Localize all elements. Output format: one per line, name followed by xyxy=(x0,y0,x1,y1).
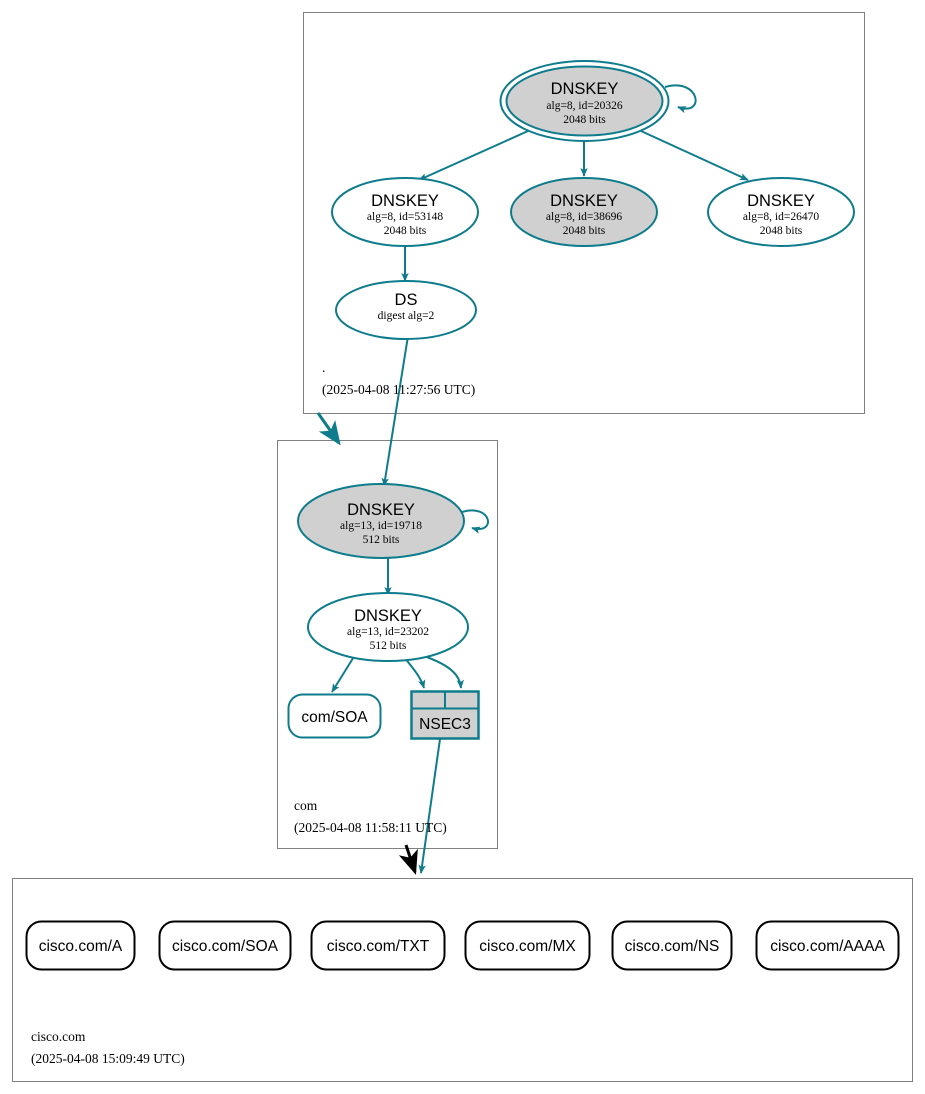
node-label: cisco.com/MX xyxy=(479,938,576,955)
node-title: DNSKEY xyxy=(747,192,815,210)
node-dnskey-ksk-19718[interactable]: DNSKEY alg=13, id=19718 512 bits xyxy=(297,483,465,559)
node-detail-alg: alg=8, id=53148 xyxy=(367,211,443,223)
zone-label-root: . xyxy=(322,360,325,375)
node-ds-digest-alg2[interactable]: DS digest alg=2 xyxy=(335,280,477,340)
node-nsec3-box[interactable]: NSEC3 xyxy=(410,690,480,740)
edge-ksk-to-zsk53148 xyxy=(418,130,529,181)
node-label: cisco.com/TXT xyxy=(327,938,430,955)
node-detail-size: 2048 bits xyxy=(563,114,606,126)
zone-timestamp-com: (2025-04-08 11:58:11 UTC) xyxy=(294,820,447,835)
node-detail-alg: alg=8, id=38696 xyxy=(546,211,622,223)
node-rrset-cisco-ns[interactable]: cisco.com/NS xyxy=(611,920,733,971)
node-title: DNSKEY xyxy=(347,501,415,519)
edge-self-ksk19718 xyxy=(461,509,489,534)
node-dnskey-ksk-20326[interactable]: DNSKEY alg=8, id=20326 2048 bits xyxy=(499,60,670,142)
node-dnskey-zsk-26470[interactable]: DNSKEY alg=8, id=26470 2048 bits xyxy=(707,177,855,247)
node-label: com/SOA xyxy=(301,709,368,726)
node-label: cisco.com/A xyxy=(39,938,123,955)
node-title: DS xyxy=(395,291,418,309)
zone-box-ciscocom xyxy=(12,878,913,1082)
node-detail-alg: digest alg=2 xyxy=(378,310,435,322)
node-rrset-cisco-soa[interactable]: cisco.com/SOA xyxy=(158,920,292,971)
node-title: DNSKEY xyxy=(354,607,422,625)
node-title: DNSKEY xyxy=(371,192,439,210)
edge-ksk-to-zsk26470 xyxy=(640,130,749,181)
node-dnskey-zsk-53148[interactable]: DNSKEY alg=8, id=53148 2048 bits xyxy=(331,177,479,247)
edge-self-ksk20326 xyxy=(664,84,697,114)
node-detail-size: 2048 bits xyxy=(760,225,803,237)
node-detail-size: 512 bits xyxy=(370,640,407,652)
node-title: DNSKEY xyxy=(550,192,618,210)
node-rrset-cisco-a[interactable]: cisco.com/A xyxy=(25,920,136,971)
edge-zone-delegation-com-ciscocom xyxy=(398,844,418,875)
node-rrset-cisco-aaaa[interactable]: cisco.com/AAAA xyxy=(755,920,900,971)
zone-timestamp-root: (2025-04-08 11:27:56 UTC) xyxy=(322,382,475,397)
zone-label-com: com xyxy=(294,798,318,813)
node-detail-alg: alg=8, id=20326 xyxy=(546,100,622,112)
node-label: cisco.com/SOA xyxy=(172,938,279,955)
node-dnskey-zsk-38696[interactable]: DNSKEY alg=8, id=38696 2048 bits xyxy=(510,177,658,247)
node-detail-size: 2048 bits xyxy=(384,225,427,237)
node-dnskey-zsk-23202[interactable]: DNSKEY alg=13, id=23202 512 bits xyxy=(307,592,469,662)
node-rrset-cisco-txt[interactable]: cisco.com/TXT xyxy=(310,920,446,971)
edge-zsk23202-to-comsoa xyxy=(331,654,356,693)
edge-zone-delegation-root-com xyxy=(316,412,341,446)
node-title: DNSKEY xyxy=(551,80,619,98)
node-label: NSEC3 xyxy=(419,716,471,733)
edge-ds-to-com-ksk xyxy=(381,335,409,487)
node-label: cisco.com/NS xyxy=(625,938,720,955)
zone-timestamp-ciscocom: (2025-04-08 15:09:49 UTC) xyxy=(31,1051,185,1066)
node-label: cisco.com/AAAA xyxy=(770,938,885,955)
edge-zsk23202-to-nsec3-b xyxy=(423,655,465,689)
node-detail-alg: alg=8, id=26470 xyxy=(743,211,819,223)
edge-nsec3-to-ciscocom xyxy=(418,738,441,874)
node-rrset-cisco-mx[interactable]: cisco.com/MX xyxy=(464,920,591,971)
node-detail-size: 512 bits xyxy=(363,534,400,546)
node-detail-alg: alg=13, id=23202 xyxy=(347,626,429,638)
zone-label-ciscocom: cisco.com xyxy=(31,1029,86,1044)
node-detail-size: 2048 bits xyxy=(563,225,606,237)
node-detail-alg: alg=13, id=19718 xyxy=(340,520,422,532)
node-rrset-com-soa[interactable]: com/SOA xyxy=(287,693,382,739)
